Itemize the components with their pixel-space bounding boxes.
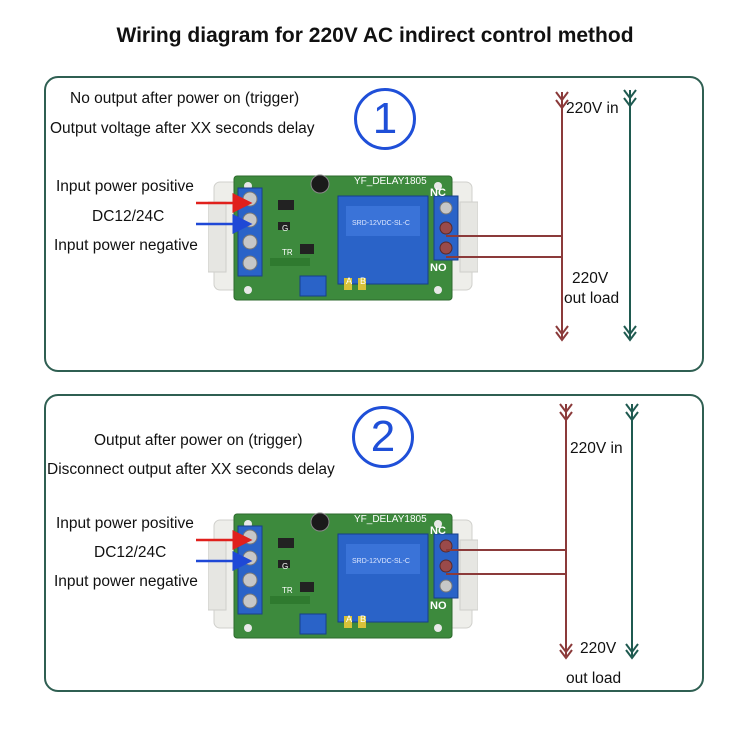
panel-1-relay-text: SRD-12VDC-SL-C xyxy=(352,220,410,227)
panel-2-pin-g: G xyxy=(282,562,289,571)
panel-2-input-voltage-label: DC12/24C xyxy=(94,544,167,561)
panel-1-pin-b: B xyxy=(360,276,367,286)
panel-2-relay-text: SRD-12VDC-SL-C xyxy=(352,558,410,565)
panel-2-out-load-label: out load xyxy=(566,670,622,687)
panel-2-terminal-no: NO xyxy=(430,600,447,612)
panel-2-input-positive-label: Input power positive xyxy=(56,515,194,532)
panel-1-terminal-nc: NC xyxy=(430,187,446,199)
panel-1-ac-in-label: 220V in xyxy=(566,100,619,117)
panel-2-number-badge: 2 xyxy=(352,406,414,468)
panel-1-out-load-label: out load xyxy=(564,290,620,307)
panel-2-board-label: YF_DELAY1805 xyxy=(354,514,427,525)
panel-1-board-label: YF_DELAY1805 xyxy=(354,176,427,187)
panel-2-ac-in-label: 220V in xyxy=(570,440,623,457)
panel-2-terminal-nc: NC xyxy=(430,525,446,537)
panel-1-terminal-no: NO xyxy=(430,262,447,274)
panel-1-out-load-voltage-label: 220V xyxy=(572,270,609,287)
panel-1-pin-a: A xyxy=(346,276,353,286)
panel-1-number-badge: 1 xyxy=(354,88,416,150)
panel-1-input-positive-label: Input power positive xyxy=(56,178,194,195)
panel-1-input-negative-label: Input power negative xyxy=(54,237,198,254)
panel-2-pin-a: A xyxy=(346,614,353,624)
panel-1-mode-line1: No output after power on (trigger) xyxy=(70,90,300,107)
panel-2-input-negative-label: Input power negative xyxy=(54,573,198,590)
panel-1-relay-board xyxy=(208,162,478,312)
panel-2-pin-b: B xyxy=(360,614,367,624)
panel-2-mode-line1: Output after power on (trigger) xyxy=(94,432,303,449)
panel-1-pin-tr: TR xyxy=(282,248,293,257)
panel-1-mode-line2: Output voltage after XX seconds delay xyxy=(50,120,315,137)
panel-2-relay-board xyxy=(208,500,478,650)
panel-2-pin-tr: TR xyxy=(282,586,293,595)
panel-2-mode-line2: Disconnect output after XX seconds delay xyxy=(47,461,335,478)
panel-1-input-voltage-label: DC12/24C xyxy=(92,208,165,225)
panel-1-pin-g: G xyxy=(282,224,289,233)
diagram-title: Wiring diagram for 220V AC indirect cont… xyxy=(116,24,634,47)
panel-2-out-load-voltage-label: 220V xyxy=(580,640,617,657)
